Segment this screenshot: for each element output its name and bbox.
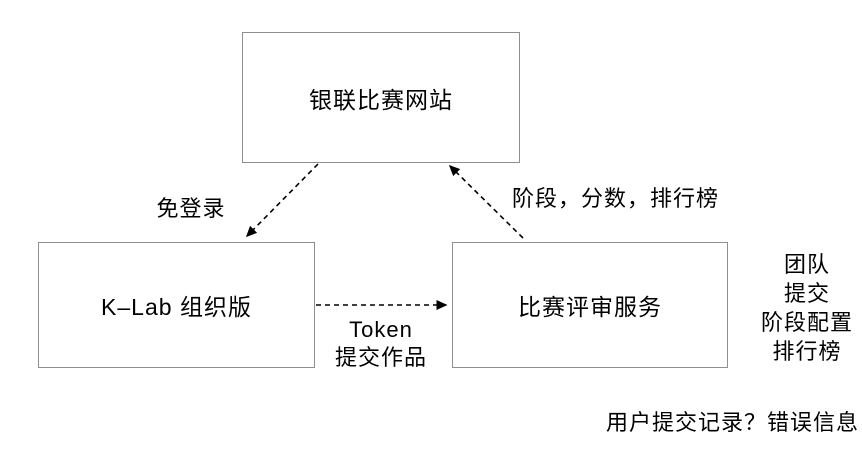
edge-label-login-free: 免登录 [156, 196, 226, 221]
node-label: 比赛评审服务 [518, 294, 662, 320]
node-unionpay-competition-website: 银联比赛网站 [242, 32, 520, 163]
annotation-item-submit: 提交 [783, 281, 830, 306]
annotation-item-leaderboard: 排行榜 [772, 339, 842, 364]
footnote-text: 用户提交记录？错误信息 [606, 410, 860, 435]
node-label: 银联比赛网站 [309, 86, 453, 113]
annotation-item-team: 团队 [783, 252, 830, 277]
edge-label-line1: Token [349, 317, 413, 342]
annotation-item-stage-config: 阶段配置 [760, 310, 853, 335]
node-klab-organization-edition: K–Lab 组织版 [38, 242, 315, 368]
node-competition-review-service: 比赛评审服务 [452, 242, 728, 368]
side-annotation-list: 团队 提交 阶段配置 排行榜 [737, 250, 862, 366]
edge-label-stage-score-leaderboard: 阶段，分数，排行榜 [512, 186, 720, 211]
edge-label-token-submit: Token 提交作品 [321, 316, 441, 372]
node-label: K–Lab 组织版 [101, 294, 252, 320]
arrow-website-to-klab [245, 163, 319, 238]
edge-label-line2: 提交作品 [334, 345, 427, 370]
